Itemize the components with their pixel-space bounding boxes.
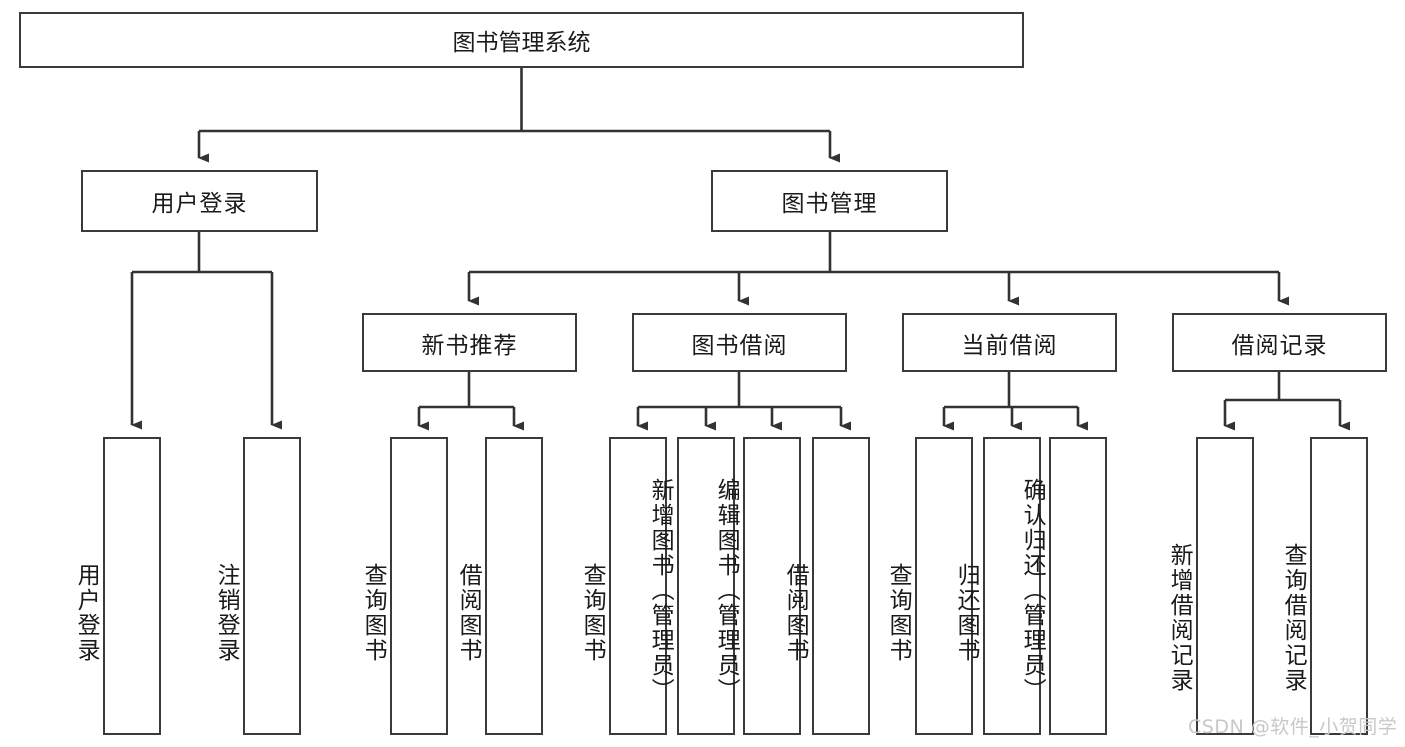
leaf-user-login-logout[interactable]: 注销登录 — [213, 437, 301, 735]
node-root-label: 图书管理系统 — [452, 30, 591, 56]
node-borrow-record[interactable]: 借阅记录 — [1172, 313, 1387, 372]
leaf-borrow-record-query[interactable]: 查询借阅记录 — [1280, 437, 1368, 735]
watermark: CSDN @软件_小贺同学 — [1188, 716, 1398, 738]
node-borrow-record-label: 借阅记录 — [1231, 332, 1328, 359]
node-new-book-recommend[interactable]: 新书推荐 — [362, 313, 577, 372]
leaf-user-login-logout-label: 注销登录 — [213, 563, 240, 663]
node-book-borrow-label: 图书借阅 — [691, 332, 788, 359]
leaf-current-borrow-confirm-label: 确认归还（管理员） — [1019, 477, 1046, 703]
leaf-book-borrow-edit-label: 编辑图书（管理员） — [713, 477, 740, 703]
leaf-book-borrow-borrow-label: 借阅图书 — [782, 563, 809, 663]
leaf-current-borrow-query[interactable]: 查询图书 — [885, 437, 973, 735]
node-root[interactable]: 图书管理系统 — [19, 12, 1024, 68]
leaf-book-borrow-add-label: 新增图书（管理员） — [647, 477, 674, 703]
leaf-new-book-query-label: 查询图书 — [360, 563, 387, 663]
leaf-current-borrow-return-label: 归还图书 — [953, 563, 980, 663]
leaf-current-borrow-query-label: 查询图书 — [885, 563, 912, 663]
leaf-borrow-record-query-label: 查询借阅记录 — [1280, 543, 1307, 693]
leaf-new-book-borrow-label: 借阅图书 — [455, 563, 482, 663]
leaf-book-borrow-query[interactable]: 查询图书 — [579, 437, 667, 735]
node-current-borrow-label: 当前借阅 — [961, 332, 1058, 359]
node-book-management[interactable]: 图书管理 — [711, 170, 948, 232]
leaf-book-borrow-borrow[interactable]: 借阅图书 — [782, 437, 870, 735]
leaf-new-book-borrow[interactable]: 借阅图书 — [455, 437, 543, 735]
leaf-book-borrow-query-label: 查询图书 — [579, 563, 606, 663]
node-user-login[interactable]: 用户登录 — [81, 170, 318, 232]
node-book-borrow[interactable]: 图书借阅 — [632, 313, 847, 372]
node-user-login-label: 用户登录 — [151, 191, 248, 217]
leaf-borrow-record-add[interactable]: 新增借阅记录 — [1166, 437, 1254, 735]
leaf-book-borrow-add[interactable]: 新增图书（管理员） — [647, 437, 735, 735]
leaf-user-login-login-label: 用户登录 — [73, 563, 100, 663]
leaf-book-borrow-edit[interactable]: 编辑图书（管理员） — [713, 437, 801, 735]
node-new-book-recommend-label: 新书推荐 — [421, 332, 518, 359]
node-book-management-label: 图书管理 — [781, 191, 878, 217]
leaf-current-borrow-confirm[interactable]: 确认归还（管理员） — [1019, 437, 1107, 735]
leaf-borrow-record-add-label: 新增借阅记录 — [1166, 543, 1193, 693]
leaf-user-login-login[interactable]: 用户登录 — [73, 437, 161, 735]
leaf-new-book-query[interactable]: 查询图书 — [360, 437, 448, 735]
node-current-borrow[interactable]: 当前借阅 — [902, 313, 1117, 372]
leaf-current-borrow-return[interactable]: 归还图书 — [953, 437, 1041, 735]
